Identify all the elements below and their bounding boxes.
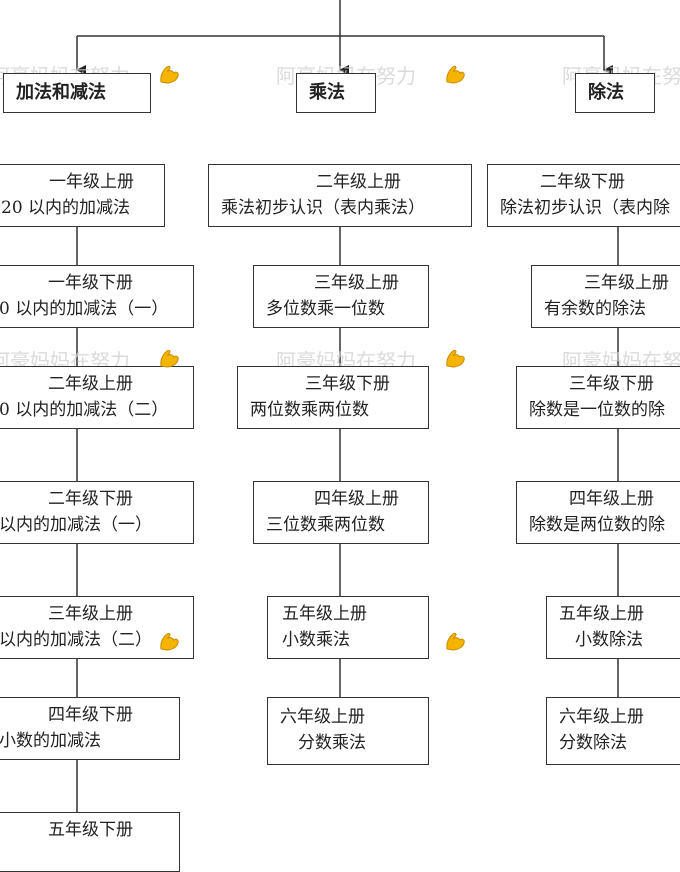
mul-node: 二年级上册 乘法初步认识（表内乘法） [208,164,472,227]
add-node: 一年级下册 0 以内的加减法（一） [0,265,194,328]
mul-node: 五年级上册 小数乘法 [267,596,429,659]
div-node: 二年级下册 除法初步认识（表内除 [487,164,680,227]
topic-label: 分数乘法 [298,733,366,753]
grade-label: 二年级上册 [48,374,133,394]
mul-node: 三年级下册 两位数乘两位数 [237,366,429,429]
header-label: 乘法 [309,82,345,103]
topic-label: 乘法初步认识（表内乘法） [221,198,425,218]
grade-label: 三年级下册 [305,374,390,394]
header-label: 除法 [588,82,624,103]
grade-label: 四年级下册 [48,705,133,725]
grade-label: 五年级下册 [48,820,133,840]
grade-label: 一年级上册 [49,172,134,192]
grade-label: 三年级上册 [48,604,133,624]
div-node: 五年级上册 小数除法 [546,596,680,659]
grade-label: 一年级下册 [48,273,133,293]
topic-label: 分数除法 [559,733,627,753]
header-label: 加法和减法 [16,82,106,103]
topic-label: 小数的加减法 [0,731,101,751]
grade-label: 四年级上册 [569,489,654,509]
grade-label: 二年级上册 [316,172,401,192]
header-divide: 除法 [575,73,655,113]
topic-label: 小数乘法 [282,630,350,650]
grade-label: 三年级上册 [314,273,399,293]
grade-label: 四年级上册 [314,489,399,509]
grade-label: 六年级上册 [559,707,644,727]
mul-node: 三年级上册 多位数乘一位数 [253,265,429,328]
topic-label: 以内的加减法（二） [0,630,152,650]
topic-label: 多位数乘一位数 [266,299,385,319]
topic-label: 以内的加减法（一） [0,515,152,535]
topic-label: 除法初步认识（表内除 [500,198,670,218]
topic-label: 除数是两位数的除 [529,515,665,535]
add-node: 二年级上册 0 以内的加减法（二） [0,366,194,429]
add-node: 二年级下册 以内的加减法（一） [0,481,194,544]
div-node: 三年级上册 有余数的除法 [531,265,680,328]
grade-label: 二年级下册 [540,172,625,192]
div-node: 四年级上册 除数是两位数的除 [516,481,680,544]
add-node: 三年级上册 以内的加减法（二） [0,596,194,659]
grade-label: 六年级上册 [280,707,365,727]
connector-lines [76,0,619,812]
div-node: 六年级上册 分数除法 [546,697,680,765]
grade-label: 五年级上册 [282,604,367,624]
mul-node: 六年级上册 分数乘法 [267,697,429,765]
grade-label: 三年级下册 [569,374,654,394]
topic-label: 除数是一位数的除 [529,400,665,420]
add-node: 五年级下册 [0,812,180,872]
add-node: 四年级下册 小数的加减法 [0,697,180,760]
header-add-subtract: 加法和减法 [3,73,151,113]
topic-label: 0 以内的加减法（二） [0,400,169,420]
header-multiply: 乘法 [296,73,376,113]
topic-label: 20 以内的加减法 [1,198,131,218]
add-node: 一年级上册 20 以内的加减法 [0,164,165,227]
topic-label: 三位数乘两位数 [266,515,385,535]
grade-label: 三年级上册 [584,273,669,293]
mul-node: 四年级上册 三位数乘两位数 [253,481,429,544]
div-node: 三年级下册 除数是一位数的除 [516,366,680,429]
topic-label: 0 以内的加减法（一） [0,299,169,319]
topic-label: 有余数的除法 [544,299,646,319]
grade-label: 五年级上册 [559,604,644,624]
topic-label: 两位数乘两位数 [250,400,369,420]
topic-label: 小数除法 [575,630,643,650]
grade-label: 二年级下册 [48,489,133,509]
